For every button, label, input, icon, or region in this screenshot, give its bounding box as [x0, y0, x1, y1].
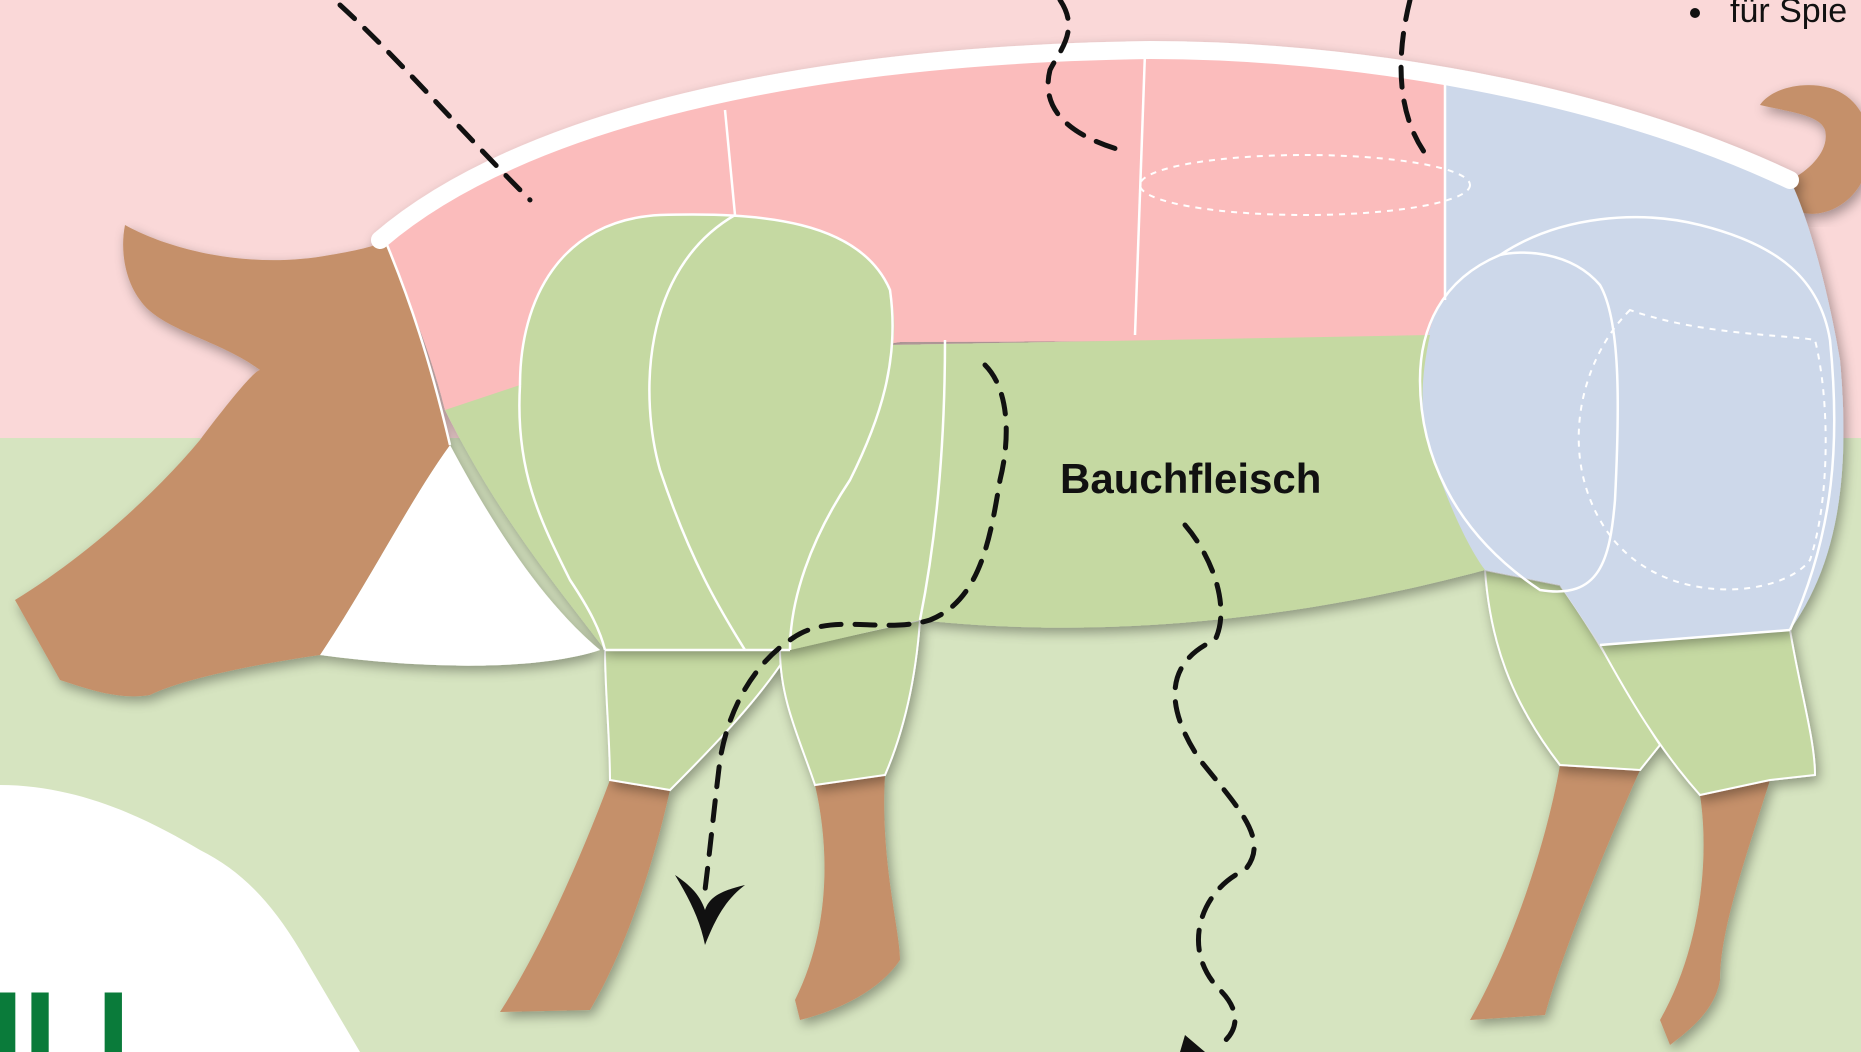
bullet-text-fragment: für Spie	[1730, 0, 1847, 30]
brand-text-fragment: ILL.	[0, 967, 203, 1052]
bauchfleisch-label: Bauchfleisch	[1060, 455, 1321, 502]
bullet-icon	[1690, 8, 1700, 18]
